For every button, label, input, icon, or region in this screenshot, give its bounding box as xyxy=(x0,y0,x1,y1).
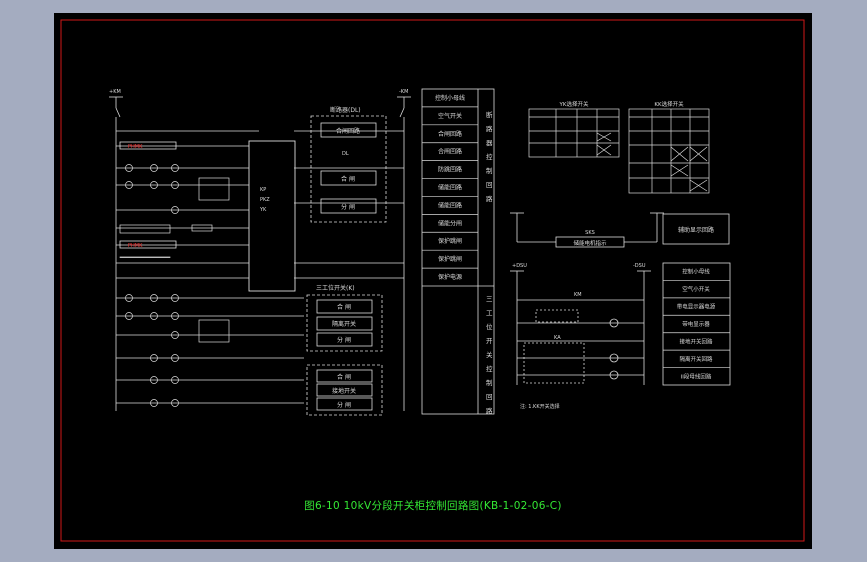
function-table xyxy=(421,88,495,415)
storage-indicator-box: 储能电机指示 xyxy=(573,239,607,247)
box-open: 分 闸 xyxy=(341,203,355,211)
switch-group-title: 三工位开关(K) xyxy=(316,284,355,292)
svg-text:YK: YK xyxy=(259,207,267,213)
red-resistors: PHMK PHMK xyxy=(119,141,177,249)
kk-switch-table xyxy=(628,108,710,194)
function-row-label: 控制小母线 xyxy=(435,94,465,102)
circuit-diagram: +KM -KM PHMK PHMK KP xyxy=(60,19,805,542)
svg-text:分 闸: 分 闸 xyxy=(337,401,351,409)
function-row-label: 保护跳闸 xyxy=(438,255,462,263)
left-contacts xyxy=(119,164,230,407)
function-table-rows: 控制小母线空气开关合闸回路合闸回路防跳回路储能回路储能回路储能分闸保护跳闸保护跳… xyxy=(422,94,478,281)
function-row-label: 空气开关 xyxy=(438,112,462,120)
function-row-label: 储能回路 xyxy=(438,184,462,192)
box-close-circuit: 合闸回路 xyxy=(336,127,360,135)
right-table-row-label: 带电显示器电源 xyxy=(677,303,716,311)
svg-text:隔离开关: 隔离开关 xyxy=(332,320,356,328)
right-bus-label: -KM xyxy=(399,89,408,95)
left-bus xyxy=(109,96,411,411)
function-row-label: 保护跳闸 xyxy=(438,237,462,245)
right-table-row-label: 隔离开关回路 xyxy=(679,355,713,363)
isolator-group xyxy=(306,294,383,352)
aux-display-box: 辅助显示回路 xyxy=(678,226,714,234)
function-row-label: 防跳回路 xyxy=(438,166,462,174)
breaker-boxes: 合闸回路 合 闸 分 闸 xyxy=(320,122,377,214)
side-label-switch: 三工位开关控制回路 xyxy=(486,295,493,415)
svg-text:接地开关: 接地开关 xyxy=(332,387,356,395)
relay-km-label: KM xyxy=(574,292,582,298)
svg-text:KP: KP xyxy=(260,187,266,193)
earth-group xyxy=(306,364,383,416)
relay-ka-label: KA xyxy=(554,335,561,341)
storage-circuit xyxy=(510,212,730,248)
box-close: 合 闸 xyxy=(341,175,355,183)
left-bus-label: +KM xyxy=(109,89,121,95)
drawing-caption: 图6-10 10kV分段开关柜控制回路图(KB-1-02-06-C) xyxy=(304,500,562,512)
isolator-boxes: 合 闸 隔离开关 分 闸 xyxy=(316,299,373,347)
dl-label: DL xyxy=(342,151,349,157)
breaker-group xyxy=(310,115,387,223)
drawing-note: 注: 1.KK开关选择 xyxy=(520,403,560,410)
right-table-row-label: II段母线回路 xyxy=(681,372,712,380)
right-table xyxy=(662,262,731,386)
svg-text:PHMK: PHMK xyxy=(128,243,143,249)
svg-text:合 闸: 合 闸 xyxy=(337,373,351,381)
svg-text:合 闸: 合 闸 xyxy=(337,303,351,311)
drawing-frame: +KM -KM PHMK PHMK KP xyxy=(54,13,812,549)
breaker-group-title: 断路器(DL) xyxy=(330,106,361,114)
right-table-row-label: 带电显示器 xyxy=(682,320,710,328)
dsu-plus-label: +DSU xyxy=(512,263,527,269)
drawing-border xyxy=(60,19,805,542)
svg-text:分 闸: 分 闸 xyxy=(337,336,351,344)
right-table-row-label: 空气小开关 xyxy=(682,285,710,293)
bottom-circuit xyxy=(510,270,651,385)
svg-text:PKZ: PKZ xyxy=(260,197,270,203)
svg-text:PHMK: PHMK xyxy=(128,144,143,150)
yk-table-title: YK选择开关 xyxy=(559,100,589,108)
function-row-label: 储能回路 xyxy=(438,201,462,209)
sks-label: SKS xyxy=(585,230,595,236)
earth-boxes: 合 闸 接地开关 分 闸 xyxy=(316,369,373,411)
right-table-row-label: 接地开关回路 xyxy=(679,337,713,345)
function-row-label: 合闸回路 xyxy=(438,148,462,156)
function-row-label: 保护电源 xyxy=(438,273,462,281)
function-row-label: 储能分闸 xyxy=(438,219,462,227)
function-row-label: 合闸回路 xyxy=(438,130,462,138)
yk-switch-table xyxy=(528,108,620,158)
side-label-breaker: 断路器控制回路 xyxy=(486,110,493,203)
kk-table-title: KK选择开关 xyxy=(654,100,684,108)
right-table-row-label: 控制小母线 xyxy=(682,268,710,276)
dsu-minus-label: -DSU xyxy=(633,263,646,269)
relay-box xyxy=(248,140,296,292)
